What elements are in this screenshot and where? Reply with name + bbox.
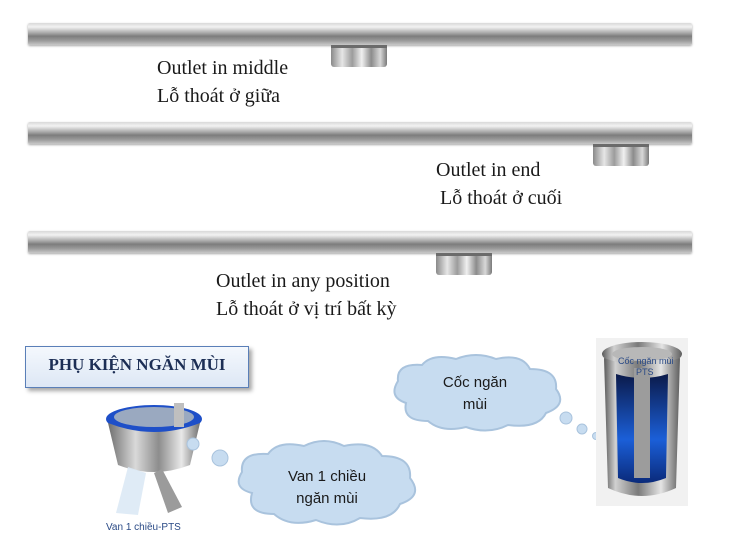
outlet-any [436,253,492,275]
accessories-title: PHỤ KIỆN NGĂN MÙI [48,355,226,374]
drain-label-any-en: Outlet in any position [216,270,390,292]
drain-label-end-vi: Lỗ thoát ở cuối [440,187,563,209]
accessories-title-box: PHỤ KIỆN NGĂN MÙI [25,346,249,388]
drain-label-middle-vi: Lỗ thoát ở giữa [157,85,281,107]
valve-thought-dots [186,437,229,467]
valve-cloud [237,440,417,526]
drain-label-middle-en: Outlet in middle [157,57,289,79]
outlet-middle [331,45,387,67]
drain-label-any-vi: Lỗ thoát ở vị trí bất kỳ [216,298,397,320]
cup-cloud-line2: mùi [462,396,488,413]
valve-cloud-line2: ngăn mùi [296,490,358,507]
valve-caption: Van 1 chiều-PTS [106,522,181,533]
odor-cup-image [596,338,688,506]
drain-bar-any [28,231,692,253]
valve-cloud-text: Van 1 chiều ngăn mùi [252,466,402,510]
valve-cloud-line1: Van 1 chiều [287,468,367,485]
drain-bar-middle [28,23,692,45]
outlet-end [593,144,649,166]
cup-caption-line1: Cốc ngăn mùi [618,356,674,366]
one-way-valve-image [106,403,202,515]
cup-caption-line2: PTS [636,367,654,377]
cup-cloud-line1: Cốc ngăn [442,374,508,391]
cup-cloud-text: Cốc ngăn mùi [410,372,540,416]
drain-bar-end [28,122,692,144]
drain-label-end-en: Outlet in end [436,159,541,181]
cup-cloud [393,354,562,432]
